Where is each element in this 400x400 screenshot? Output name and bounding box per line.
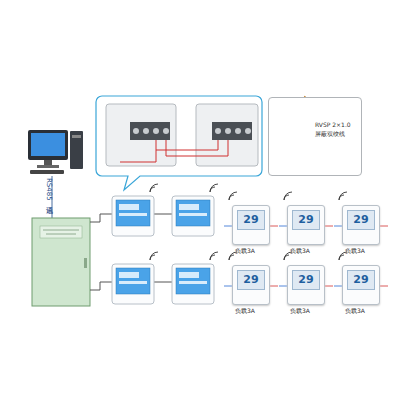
drive-slot: [72, 135, 81, 138]
red-wire: [120, 150, 156, 162]
cabinet-plate: [40, 226, 82, 238]
load-label: 负载3A: [235, 307, 255, 316]
monitor-screen: [31, 133, 65, 156]
temperature-reading: 29: [237, 210, 265, 230]
bus-label: RS485通讯: [44, 178, 53, 201]
cable-callout: RVSP 2×1.0屏蔽双绞线: [268, 97, 362, 176]
wifi-icon: [229, 192, 237, 200]
load-label: 负载3A: [290, 307, 310, 316]
thermostat: [112, 264, 154, 304]
cabinet-handle: [84, 258, 87, 268]
load-label: 负载3A: [345, 307, 365, 316]
callout-outline: [96, 96, 262, 190]
wifi-thermostat: 29: [342, 265, 380, 305]
plate-line: [43, 230, 79, 231]
wifi-icons: [150, 184, 347, 260]
cabinet-body: [32, 218, 90, 306]
wifi-icon: [284, 192, 292, 200]
control-cabinet: [32, 218, 90, 306]
wifi-thermostat: 29: [287, 265, 325, 305]
monitor: [28, 130, 68, 160]
thermostat: [172, 196, 214, 236]
cable-spec: 屏蔽双绞线: [315, 129, 361, 138]
bus-wire: [154, 214, 172, 215]
wifi-thermostat: 29: [232, 205, 270, 245]
cable-spec: RVSP 2×1.0: [315, 120, 361, 129]
wifi-icon: [150, 184, 158, 192]
monitor-stand: [44, 160, 52, 165]
load-label: 负载3A: [235, 247, 255, 256]
temperature-reading: 29: [347, 210, 375, 230]
monitor-base: [37, 165, 59, 168]
terminal-callout: [96, 96, 262, 190]
load-label: 负载3A: [290, 247, 310, 256]
wired-thermostats: [112, 196, 214, 304]
temperature-reading: 29: [237, 270, 265, 290]
wifi-icon: [339, 192, 347, 200]
bus-wire: [154, 282, 172, 283]
terminal-block: [130, 122, 170, 140]
keyboard: [30, 170, 64, 174]
bus-wire: [90, 214, 112, 222]
wifi-icon: [150, 252, 158, 260]
wifi-thermostat: 29: [232, 265, 270, 305]
thermostat: [112, 196, 154, 236]
bus-wire: [90, 282, 112, 290]
plate-line: [46, 234, 76, 235]
red-wire: [166, 140, 228, 156]
temperature-reading: 29: [292, 210, 320, 230]
thermostat: [172, 264, 214, 304]
temperature-reading: 29: [292, 270, 320, 290]
pc-tower: [70, 131, 83, 169]
load-label: 负载3A: [345, 247, 365, 256]
terminal-housing: [106, 104, 176, 166]
red-wire: [156, 140, 218, 150]
wifi-icon: [210, 184, 218, 192]
temperature-reading: 29: [347, 270, 375, 290]
screws: [133, 128, 251, 134]
terminal-block: [212, 122, 252, 140]
wifi-icon: [210, 252, 218, 260]
wifi-thermostat: 29: [287, 205, 325, 245]
wifi-thermostat: 29: [342, 205, 380, 245]
computer: [28, 130, 83, 174]
terminal-housing: [196, 104, 258, 166]
